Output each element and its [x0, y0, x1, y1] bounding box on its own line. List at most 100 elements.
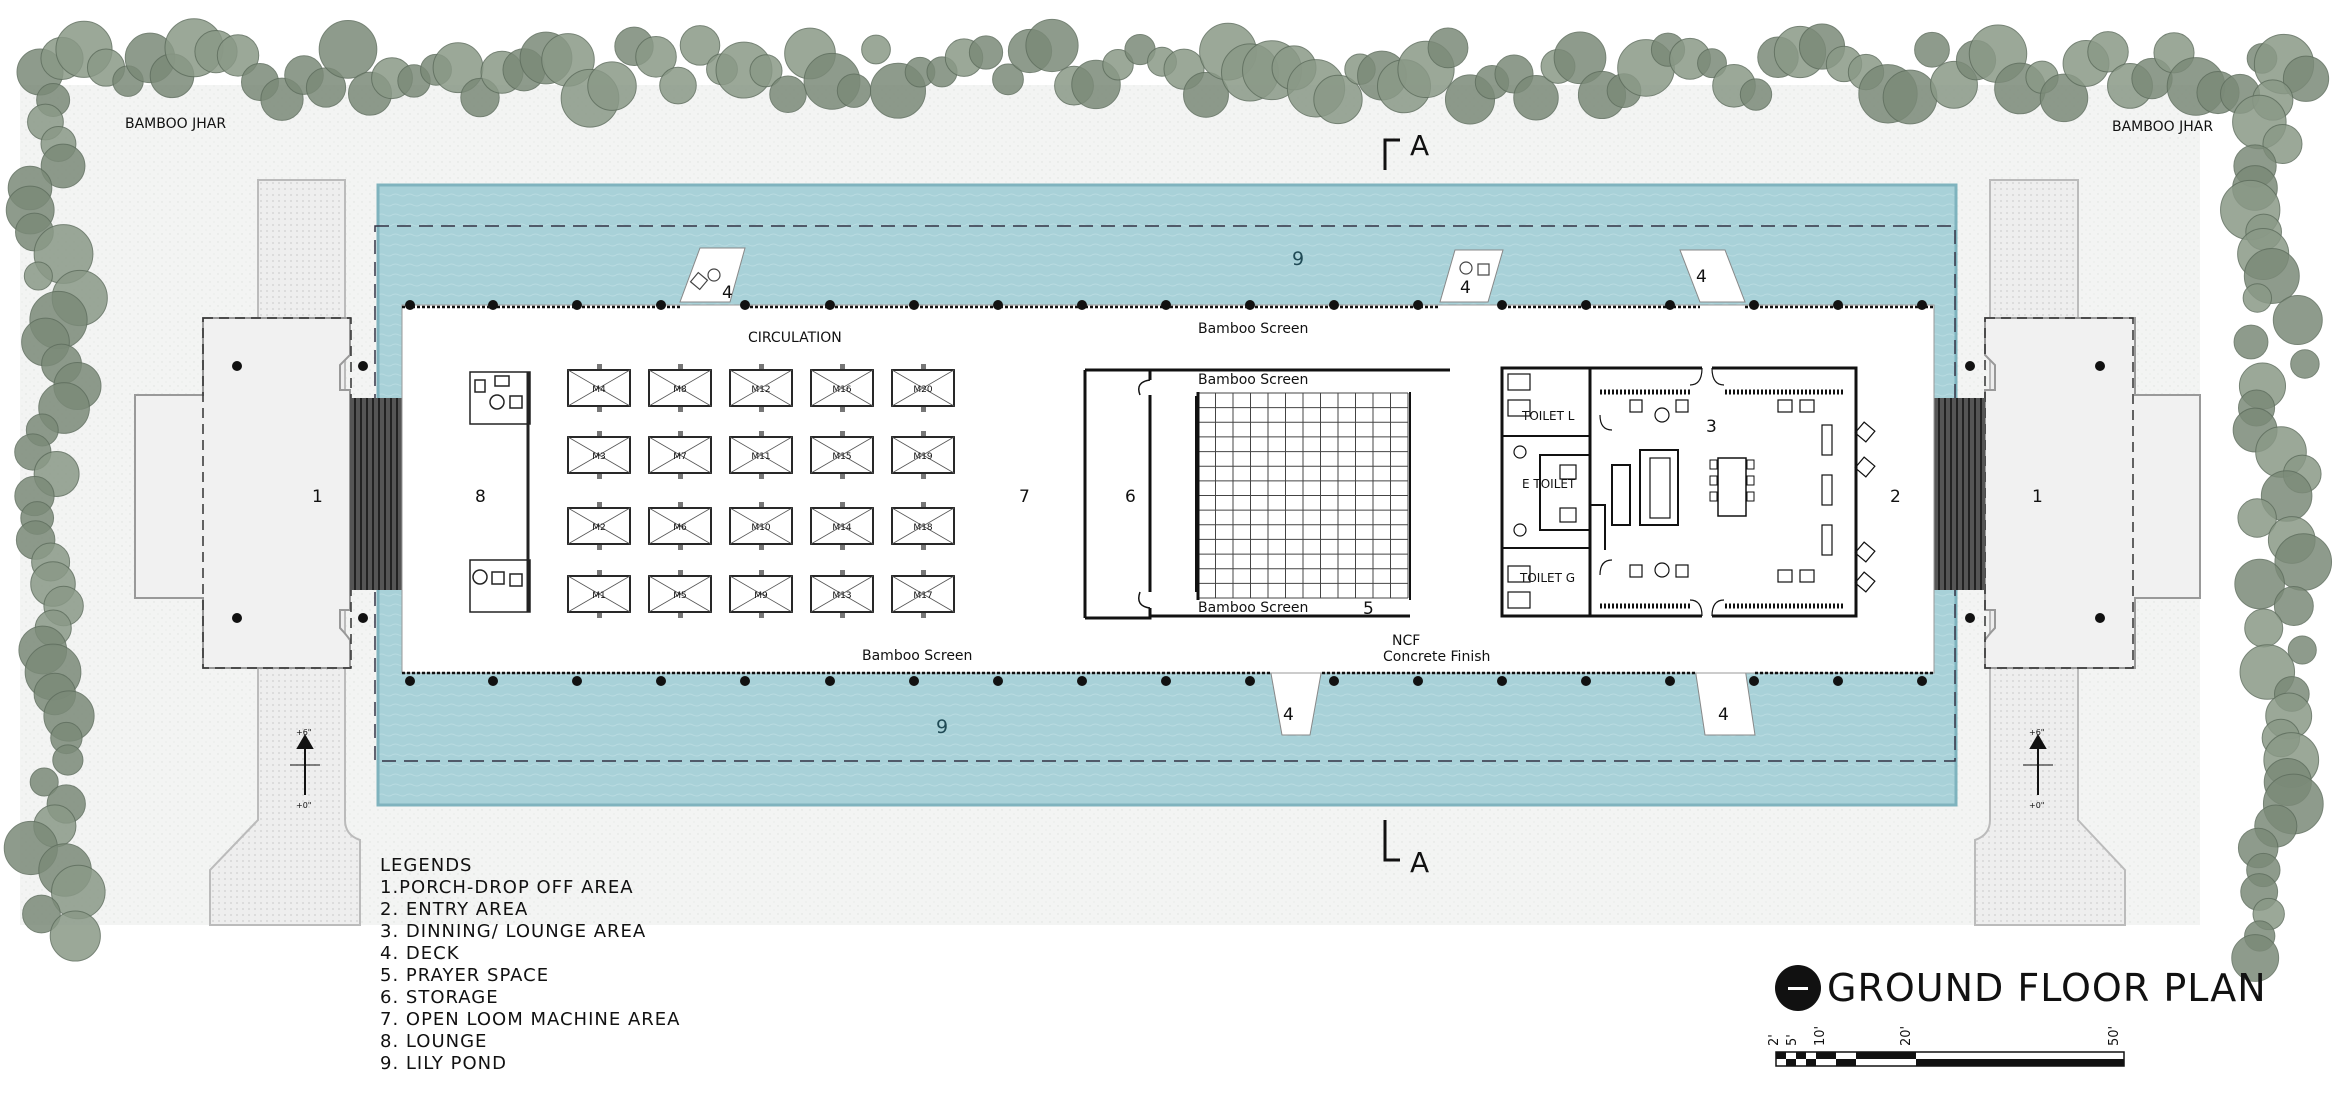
scale-tick-label: 5' [1785, 1034, 1800, 1046]
tree [1025, 18, 1079, 73]
area-9-top-label: 9 [1292, 248, 1304, 270]
loom-machine-cross [648, 369, 712, 407]
loom-machine-cross [729, 575, 793, 613]
loom-machine-label: M10 [751, 523, 770, 533]
tree [29, 767, 59, 797]
area-6-label: 6 [1125, 487, 1136, 507]
scale-bar-segment [1786, 1059, 1796, 1066]
service-block [1500, 366, 1876, 618]
column [993, 300, 1003, 310]
loom-machine-cross [729, 436, 793, 474]
loom-bench [921, 570, 926, 575]
loom-bench [597, 431, 602, 436]
right-porch-pad [1984, 317, 2201, 669]
column [1749, 300, 1759, 310]
loom-bench [597, 502, 602, 507]
loom-bench [840, 613, 845, 618]
column [1497, 300, 1507, 310]
loom-machine-label: M18 [913, 523, 932, 533]
tree [679, 25, 721, 66]
loom-machine-cross [891, 507, 955, 545]
scale-tick-label: 50' [2107, 1026, 2122, 1046]
loom-machine-cross [648, 507, 712, 545]
legend-item: 9. LILY POND [380, 1053, 507, 1074]
section-a-bottom-label: A [1410, 846, 1429, 879]
porch-column [2095, 361, 2105, 371]
loom-bench [678, 474, 683, 479]
level-left-bottom-label: +0" [296, 801, 311, 810]
loom-bench [597, 613, 602, 618]
column [656, 300, 666, 310]
tree [2244, 608, 2284, 648]
legend-item: 1.PORCH-DROP OFF AREA [380, 877, 634, 898]
legend-item: 8. LOUNGE [380, 1031, 488, 1052]
area-9-bottom-label: 9 [936, 716, 948, 738]
section-marker-top [1383, 138, 1400, 170]
bamboo-screen-top-label: Bamboo Screen [1198, 321, 1308, 337]
column [825, 676, 835, 686]
area-1-right-label: 1 [2032, 487, 2043, 507]
loom-machine-cross [567, 507, 631, 545]
loom-bench [597, 545, 602, 550]
column [1833, 676, 1843, 686]
prayer-space [1150, 368, 1450, 618]
legend-item: 3. DINNING/ LOUNGE AREA [380, 921, 647, 942]
scale-bar-segment [1816, 1052, 1836, 1059]
column [488, 300, 498, 310]
area-4-label: 4 [722, 283, 733, 303]
column [1329, 300, 1339, 310]
bamboo-screen-prayer-top-label: Bamboo Screen [1198, 372, 1308, 388]
area-4-label: 4 [1696, 267, 1707, 287]
loom-machine-cross [810, 436, 874, 474]
tree [769, 75, 807, 114]
loom-bench [759, 613, 764, 618]
tree [22, 894, 61, 934]
tree [23, 261, 53, 291]
area-3-label: 3 [1706, 417, 1717, 437]
loom-machine-label: M8 [673, 385, 687, 395]
loom-bench [840, 407, 845, 412]
bamboo-screen-prayer-bottom-label: Bamboo Screen [1198, 600, 1308, 616]
column [1581, 300, 1591, 310]
tree [2237, 498, 2277, 538]
loom-machine-label: M7 [673, 452, 687, 462]
legend-heading: LEGENDS [380, 855, 473, 876]
tree [2272, 295, 2323, 345]
tree [2273, 586, 2314, 626]
loom-machine-label: M17 [913, 591, 932, 601]
tree [52, 744, 84, 776]
area-8-label: 8 [475, 487, 486, 507]
loom-bench [921, 364, 926, 369]
bamboo-screen-bottom-label: Bamboo Screen [862, 648, 972, 664]
loom-machine-label: M13 [832, 591, 851, 601]
deck-top-2 [1439, 249, 1504, 303]
loom-machine-cross [891, 369, 955, 407]
e-toilet-label: E TOILET [1522, 477, 1576, 491]
building-slab [401, 304, 1935, 674]
lounge-furniture [469, 371, 531, 613]
column [656, 676, 666, 686]
column [572, 676, 582, 686]
tree [2087, 31, 2129, 73]
loom-bench [759, 407, 764, 412]
scale-tick-label: 10' [1813, 1026, 1828, 1046]
loom-machine-label: M9 [754, 591, 768, 601]
tree [1427, 27, 1469, 69]
column [1917, 300, 1927, 310]
scale-bar-segment [1776, 1052, 1786, 1059]
loom-machine-label: M3 [592, 452, 606, 462]
tree [749, 54, 783, 88]
loom-bench [840, 364, 845, 369]
circulation-label: CIRCULATION [748, 330, 842, 346]
loom-machine-cross [567, 575, 631, 613]
level-left-top-label: +6" [296, 728, 311, 737]
legend-item: 7. OPEN LOOM MACHINE AREA [380, 1009, 681, 1030]
level-right-bottom-label: +0" [2029, 801, 2044, 810]
tree [635, 36, 677, 78]
tree [836, 73, 872, 108]
loom-bench [597, 364, 602, 369]
loom-machine-cross [729, 369, 793, 407]
column [1917, 676, 1927, 686]
column [1245, 676, 1255, 686]
loom-bench [597, 570, 602, 575]
